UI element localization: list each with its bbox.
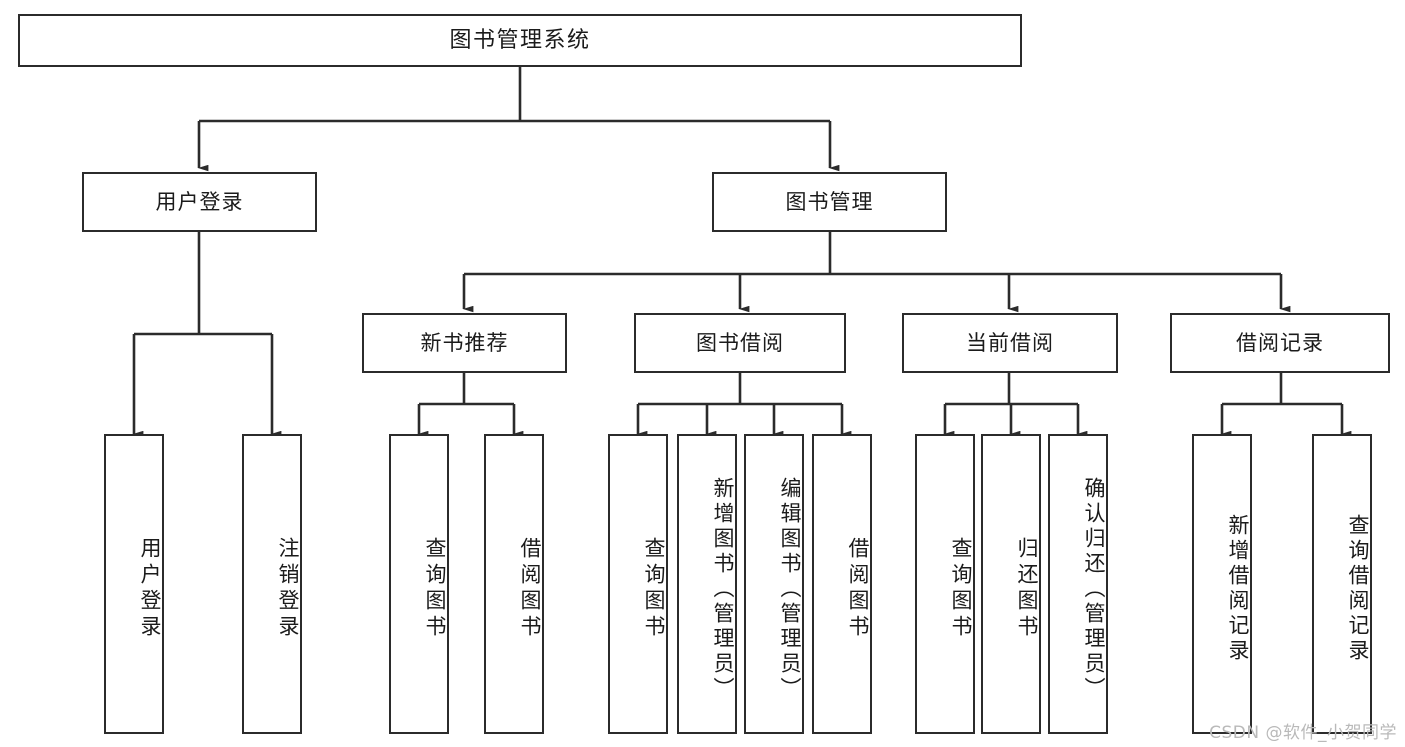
- leaf-logout[interactable]: 注销登录: [242, 434, 302, 734]
- leaf-edit-book-admin[interactable]: 编辑图书（管理员）: [744, 434, 804, 734]
- leaf-query-book-current[interactable]: 查询图书: [915, 434, 975, 734]
- leaf-query-book-recommend[interactable]: 查询图书: [389, 434, 449, 734]
- leaf-borrow-book[interactable]: 借阅图书: [812, 434, 872, 734]
- leaf-borrow-book-recommend[interactable]: 借阅图书: [484, 434, 544, 734]
- leaf-return-book[interactable]: 归还图书: [981, 434, 1041, 734]
- node-book-manage[interactable]: 图书管理: [712, 172, 947, 232]
- node-current-borrow[interactable]: 当前借阅: [902, 313, 1118, 373]
- leaf-confirm-return-admin[interactable]: 确认归还（管理员）: [1048, 434, 1108, 734]
- leaf-add-borrow-record[interactable]: 新增借阅记录: [1192, 434, 1252, 734]
- node-root-system[interactable]: 图书管理系统: [18, 14, 1022, 67]
- csdn-watermark: CSDN @软件_小贺同学: [1209, 723, 1397, 743]
- node-user-login[interactable]: 用户登录: [82, 172, 317, 232]
- leaf-query-book-borrow[interactable]: 查询图书: [608, 434, 668, 734]
- node-new-book-recommend[interactable]: 新书推荐: [362, 313, 567, 373]
- node-borrow-record[interactable]: 借阅记录: [1170, 313, 1390, 373]
- leaf-query-borrow-record[interactable]: 查询借阅记录: [1312, 434, 1372, 734]
- leaf-add-book-admin[interactable]: 新增图书（管理员）: [677, 434, 737, 734]
- leaf-user-login[interactable]: 用户登录: [104, 434, 164, 734]
- node-book-borrow[interactable]: 图书借阅: [634, 313, 846, 373]
